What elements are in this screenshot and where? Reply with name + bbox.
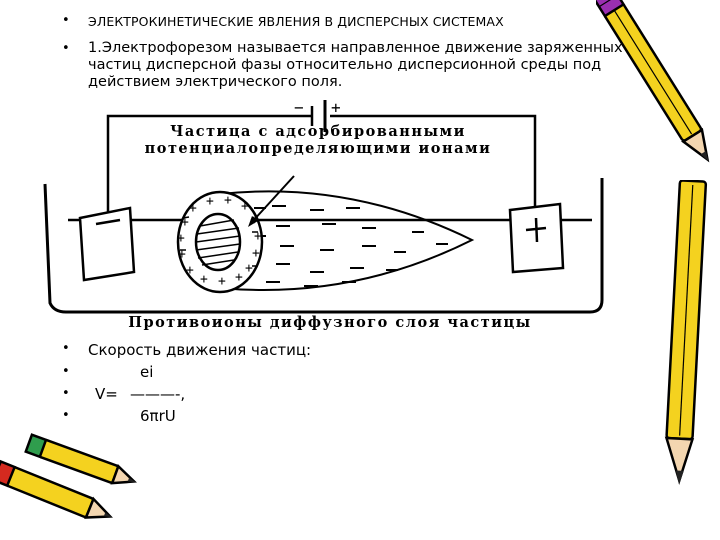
formula-lhs: V= <box>95 385 118 403</box>
svg-text:+: + <box>218 274 226 289</box>
bullet: • <box>62 41 70 56</box>
particle-shell-dashes <box>180 216 258 267</box>
bullet: • <box>62 364 70 379</box>
svg-text:+: + <box>178 247 186 262</box>
formula-fraction-bar: ———-, <box>130 385 186 403</box>
cathode-minus <box>95 218 121 226</box>
bullet: • <box>62 341 70 356</box>
svg-text:+: + <box>252 246 260 261</box>
pointer-arrowhead <box>248 216 258 227</box>
caption-particle: Частица с адсорбированными потенциалопре… <box>144 123 492 157</box>
svg-text:+: + <box>186 263 194 278</box>
definition-paragraph: 1.Электрофорезом называется направленное… <box>88 40 628 91</box>
svg-text:+: + <box>235 270 243 285</box>
svg-text:+: + <box>241 199 249 214</box>
svg-text:+: + <box>181 215 189 230</box>
anode-plus-v <box>534 217 539 243</box>
svg-text:+: + <box>189 201 197 216</box>
bullet: • <box>62 386 70 401</box>
battery-plus: + <box>331 100 341 117</box>
svg-text:+: + <box>200 272 208 287</box>
particle-hatching <box>195 219 241 266</box>
formula-denominator: 6πrU <box>140 407 176 425</box>
definition-number: 1. <box>88 40 102 56</box>
cathode-plate <box>78 206 136 282</box>
svg-text:+: + <box>177 231 185 246</box>
bullet: • <box>62 408 70 423</box>
pointer-arrow <box>251 175 295 223</box>
svg-text:+: + <box>254 229 262 244</box>
vessel <box>43 178 604 314</box>
pencil-right-icon <box>664 180 708 485</box>
svg-text:+: + <box>224 193 232 208</box>
left-wire <box>106 114 312 212</box>
formula-numerator: ei <box>140 363 154 381</box>
pencils-bottom-left-icon <box>0 433 137 519</box>
right-wire <box>330 114 537 210</box>
diffuse-layer-outline <box>219 190 475 291</box>
definition-term: Электрофорезом <box>101 40 233 56</box>
slide-title: ЭЛЕКТРОКИНЕТИЧЕСКИЕ ЯВЛЕНИЯ В ДИСПЕРСНЫХ… <box>88 14 504 29</box>
svg-text:+: + <box>206 194 214 209</box>
caption-counterions: Противоионы диффузного слоя частицы <box>128 314 532 331</box>
formula-label: Скорость движения частиц: <box>88 341 312 359</box>
pencil-top-right-icon <box>596 0 710 163</box>
counterion-dashes <box>254 205 448 287</box>
svg-text:+: + <box>245 261 253 276</box>
battery-minus: − <box>294 100 304 117</box>
definition-text: называется направленное движение заряжен… <box>88 40 623 90</box>
electrophoresis-diagram: − + ++++ ++ ++ ++ ++ +++ <box>43 100 604 314</box>
bullet: • <box>62 13 70 28</box>
